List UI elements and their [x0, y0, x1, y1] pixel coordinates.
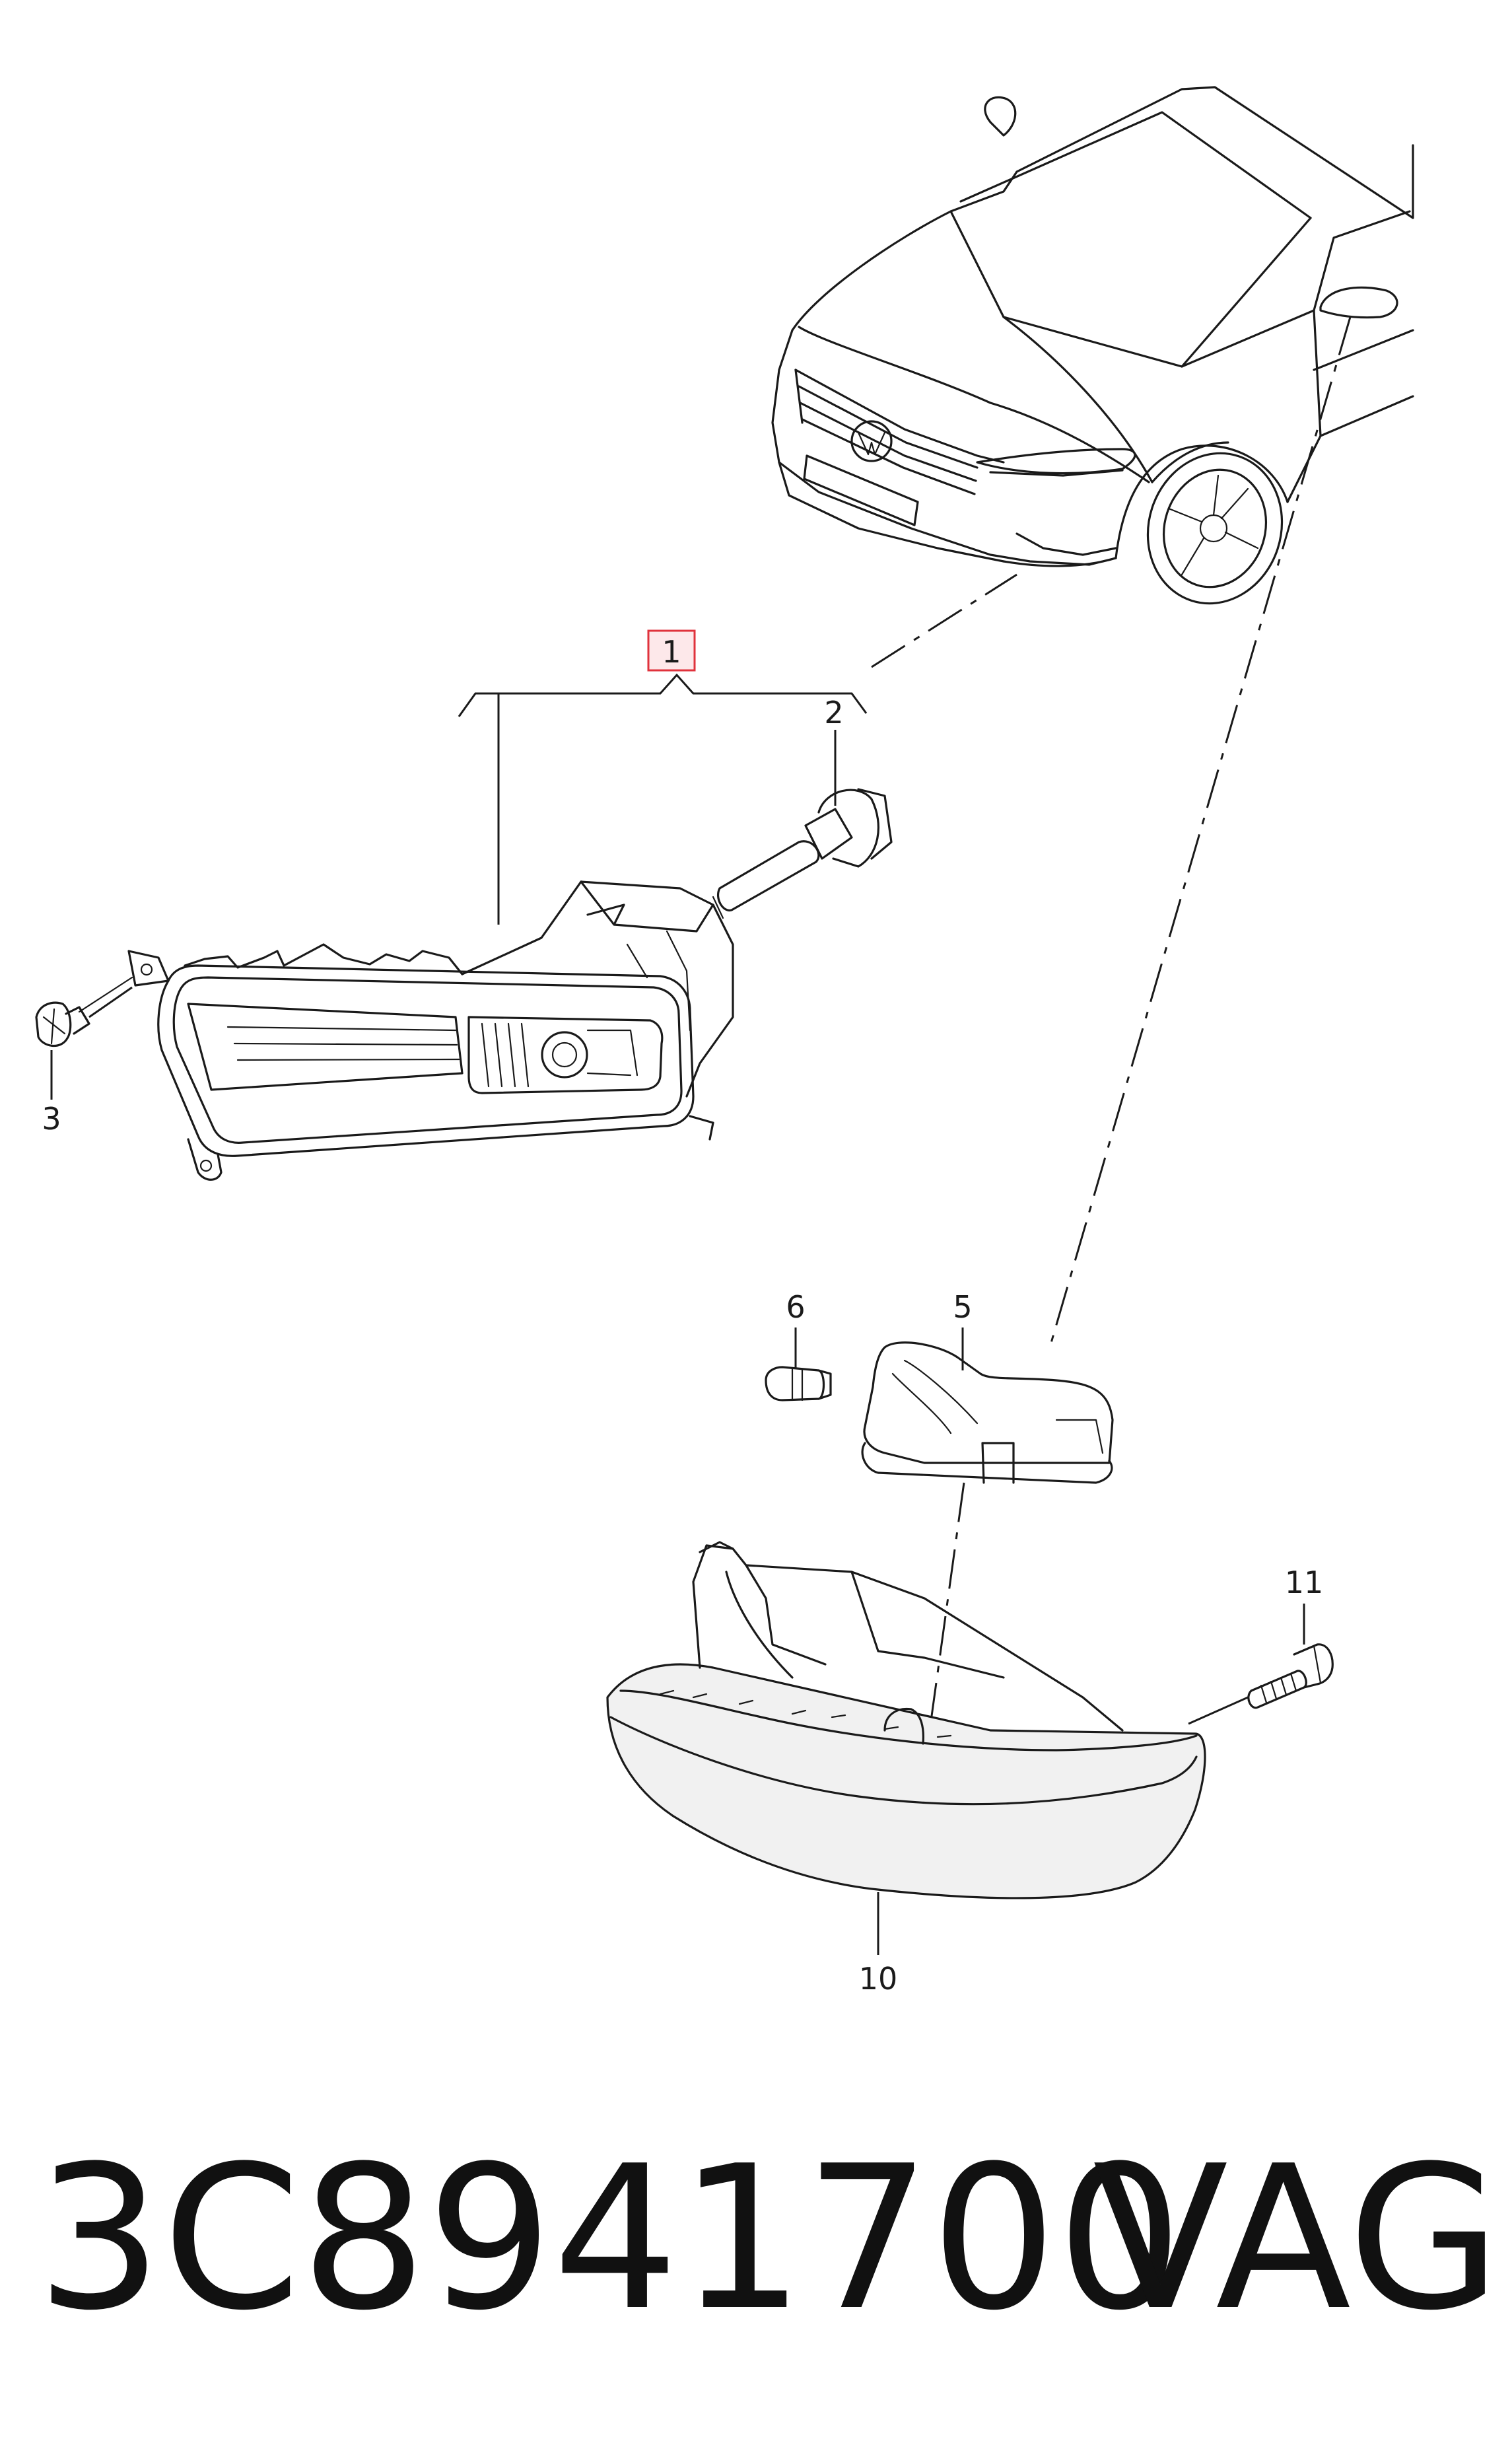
callout-2-label: 2 [824, 695, 843, 730]
part-10-turn-signal [606, 1541, 1206, 1955]
location-line-indicator [928, 1482, 965, 1731]
callout-5-label: 5 [953, 1289, 972, 1325]
part-number: 3C8941700 [36, 2123, 1183, 2354]
callout-1-label: 1 [662, 634, 681, 670]
part-11-bolt [1188, 1604, 1334, 1725]
parts-diagram: 1 2 3 5 6 10 11 [35, 86, 1414, 1997]
location-line-bumper [871, 573, 1017, 668]
callout-1-highlight [647, 629, 696, 672]
part-3-screw [35, 976, 133, 1100]
callout-1-bracket [458, 673, 868, 925]
callout-11-label: 11 [1285, 1565, 1324, 1600]
callout-3-label: 3 [42, 1101, 61, 1137]
part-2-bulb [712, 730, 893, 919]
part-6-small-bulb [765, 1328, 832, 1401]
part-1-fog-lamp [127, 880, 734, 1181]
callout-10-label: 10 [859, 1961, 898, 1997]
callout-6-label: 6 [786, 1289, 805, 1325]
location-line-mirror [1048, 316, 1352, 1348]
part-caption: 3C8941700 VAG [36, 2123, 1501, 2354]
car-illustration [771, 86, 1414, 605]
brand-name: VAG [1093, 2123, 1501, 2354]
part-5-holder [861, 1328, 1114, 1484]
